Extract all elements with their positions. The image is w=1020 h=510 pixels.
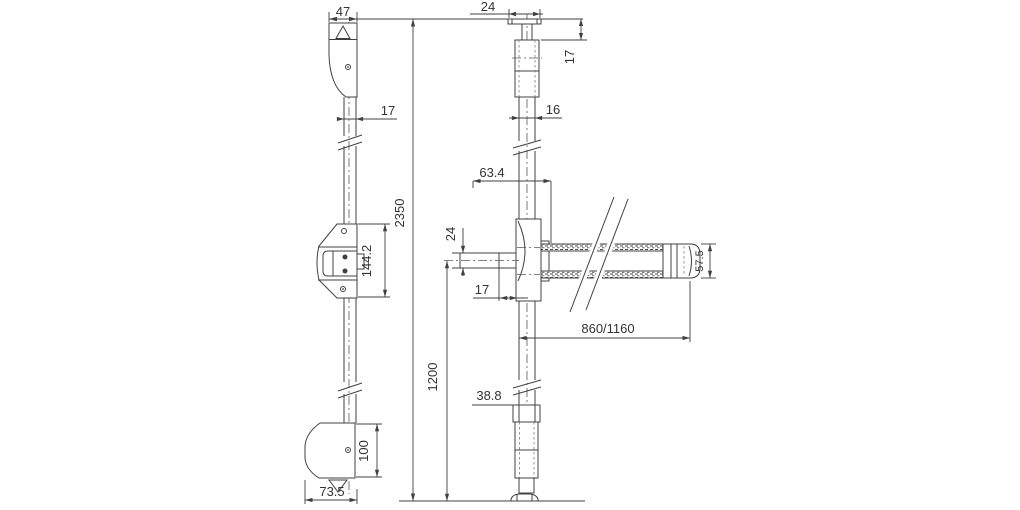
front-view	[399, 14, 701, 502]
dim-case-height	[358, 223, 390, 298]
bottom-bolt-tip-side	[328, 479, 348, 493]
label-overall-height: 2350	[392, 199, 407, 228]
dimension-lines	[304, 9, 716, 504]
dim-spindle	[452, 228, 472, 276]
break-mark	[337, 382, 363, 392]
label-operating-height: 1200	[425, 363, 440, 392]
break-mark	[512, 379, 542, 389]
label-bottom-guide: 38.8	[476, 388, 501, 403]
label-front-rod: 16	[546, 102, 560, 117]
lock-case-side	[316, 223, 365, 299]
upper-rod-front	[512, 97, 542, 219]
bar-break-mark	[569, 196, 615, 313]
dim-bottom-keeper-width	[304, 480, 358, 504]
dim-overall-height	[410, 19, 416, 501]
bottom-bolt	[514, 421, 539, 494]
lower-rod-side	[337, 298, 363, 423]
top-bolt-tip-side	[335, 24, 351, 39]
spindle	[444, 252, 519, 269]
bottom-keeper-side	[304, 422, 356, 493]
side-view	[304, 22, 365, 494]
label-top-keeper-width: 47	[336, 4, 350, 19]
label-bottom-keeper-width: 73.5	[319, 484, 344, 499]
dim-operating-height	[444, 261, 450, 501]
spindle-stub-side	[356, 253, 365, 270]
top-strike-plate	[507, 18, 542, 25]
bar-mount-plate	[540, 240, 550, 282]
dim-top-strike-width	[470, 9, 543, 18]
screw-hole	[342, 254, 348, 260]
label-top-bolt-stroke: 17	[562, 50, 577, 64]
screw-hole	[347, 66, 349, 68]
top-guide	[512, 39, 542, 98]
top-bolt	[521, 24, 533, 40]
break-mark	[337, 141, 363, 151]
label-spindle-to-case: 17	[475, 282, 489, 297]
label-bar-height: 57.5	[694, 250, 706, 271]
break-mark	[337, 134, 363, 144]
dim-top-bolt-stroke	[541, 19, 587, 41]
label-bar-length: 860/1160	[581, 321, 634, 336]
screw-hole	[347, 449, 349, 451]
floor-socket	[510, 493, 539, 502]
dim-case-offset	[472, 178, 552, 243]
dim-top-keeper-width	[328, 12, 358, 22]
dim-side-rod	[336, 116, 397, 122]
label-side-rod: 17	[381, 103, 395, 118]
break-mark	[512, 386, 542, 396]
dim-front-rod	[509, 115, 562, 121]
label-spindle-dia: 24	[443, 227, 458, 241]
break-mark	[512, 139, 542, 149]
break-mark	[512, 146, 542, 156]
lower-rod-front	[512, 301, 542, 405]
bottom-guide	[512, 404, 541, 423]
dim-bottom-keeper-height	[356, 423, 382, 478]
label-bottom-keeper-height: 100	[356, 440, 371, 462]
dim-spindle-to-case	[473, 268, 528, 301]
label-top-strike-width: 24	[481, 0, 495, 14]
push-bar	[540, 195, 701, 314]
dim-bar-height	[701, 243, 716, 279]
dimension-labels: 47 24 17 17 16 2350 63.4 24 144.2 17 57.…	[319, 0, 706, 499]
label-case-offset: 63.4	[479, 165, 504, 180]
lock-case-front	[515, 218, 542, 302]
screw-hole	[340, 286, 346, 292]
screw-hole	[341, 228, 347, 234]
break-mark	[337, 389, 363, 399]
top-keeper-side	[328, 22, 358, 98]
dim-bar-length	[519, 281, 691, 342]
bar-break-mark	[585, 198, 629, 311]
label-case-height: 144.2	[359, 245, 374, 278]
screw-hole	[342, 268, 348, 274]
upper-rod-side	[337, 97, 363, 224]
bar-end-cap	[662, 243, 701, 279]
